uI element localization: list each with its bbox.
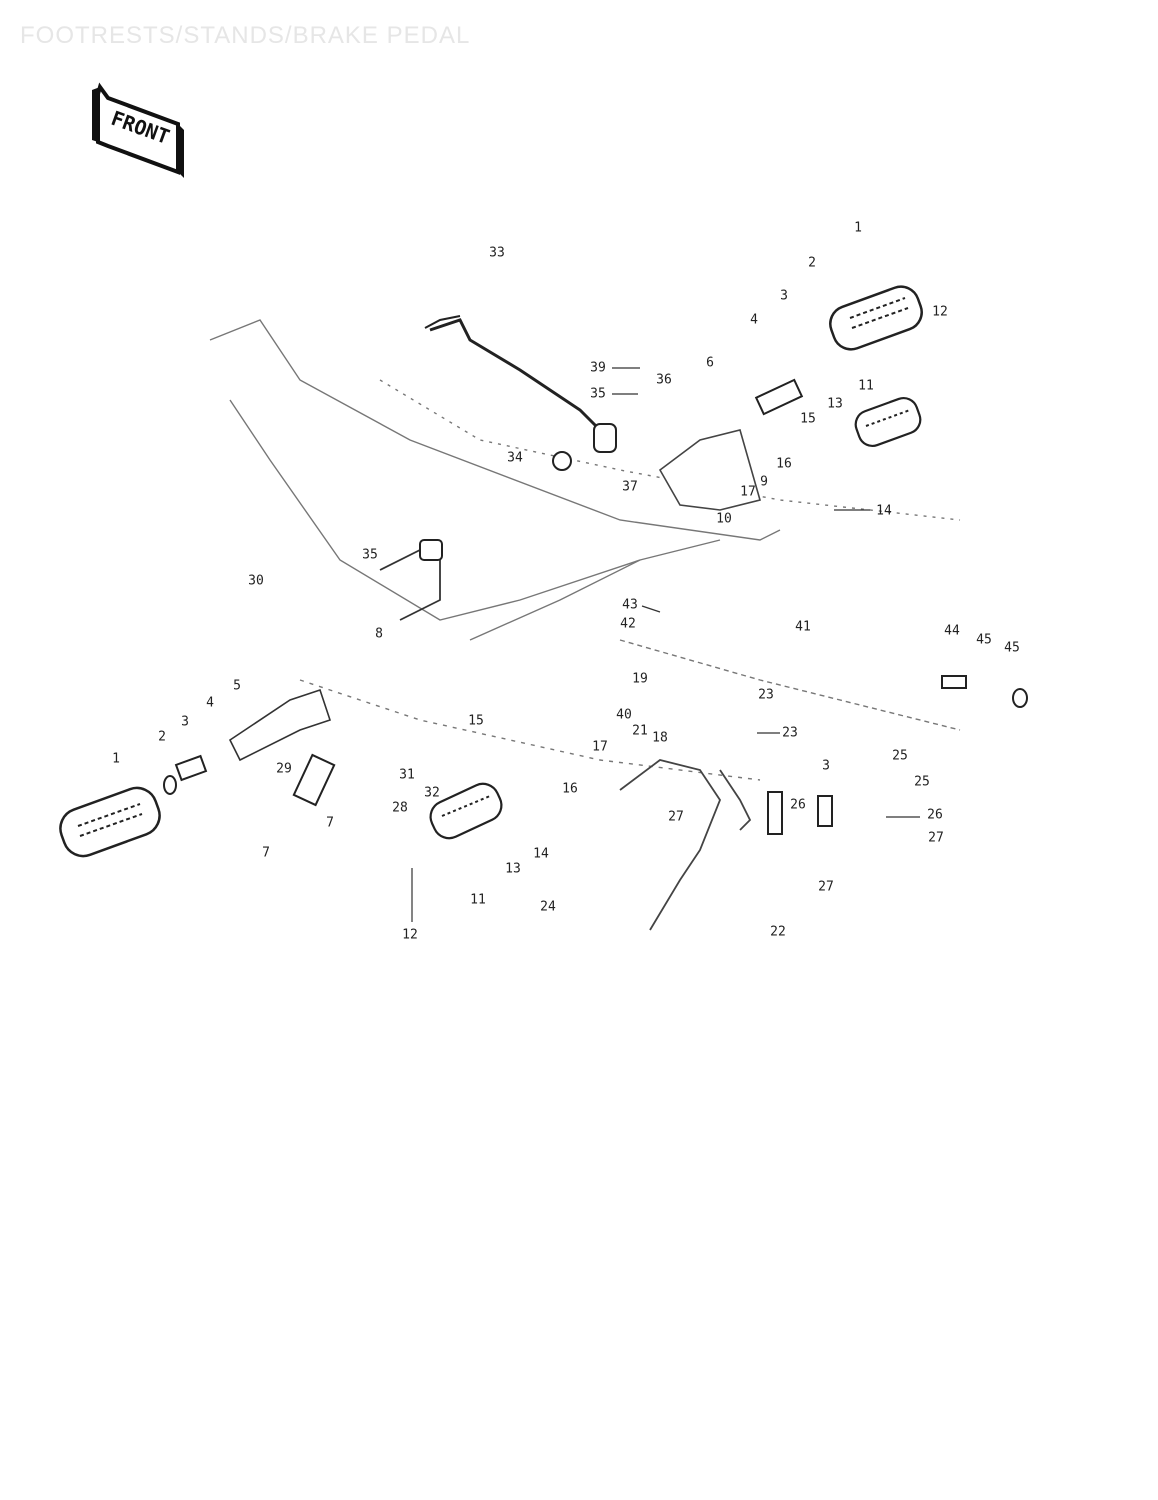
callout-label: 11 xyxy=(470,892,486,908)
callout-label: 18 xyxy=(652,730,668,746)
callout-label: 26 xyxy=(927,807,943,823)
stand-spring xyxy=(767,791,783,835)
callout-label: 7 xyxy=(262,845,270,861)
stand-pin xyxy=(817,795,833,827)
callout-label: 35 xyxy=(590,386,606,402)
callout-label: 9 xyxy=(760,474,768,490)
pedal-pivot-bolt xyxy=(552,451,572,471)
callout-label: 24 xyxy=(540,899,556,915)
center-stand xyxy=(619,759,722,931)
callout-label: 21 xyxy=(632,723,648,739)
rear-footrest-rubber-upper xyxy=(854,396,922,448)
spring-29 xyxy=(292,753,336,807)
footrest-axis-line xyxy=(379,379,961,521)
callout-label: 5 xyxy=(233,678,241,694)
callout-label: 23 xyxy=(782,725,798,741)
callout-label: 43 xyxy=(622,597,638,613)
callout-label: 22 xyxy=(770,924,786,940)
callout-label: 2 xyxy=(158,729,166,745)
callout-label: 13 xyxy=(505,861,521,877)
callout-label: 29 xyxy=(276,761,292,777)
lower-axis-line xyxy=(299,679,761,781)
callout-label: 26 xyxy=(790,797,806,813)
callout-label: 25 xyxy=(892,748,908,764)
callout-label: 42 xyxy=(620,616,636,632)
page-title: FOOTRESTS/STANDS/BRAKE PEDAL xyxy=(20,22,471,49)
stand-mount-cap xyxy=(419,539,443,561)
footrest-rubber-upper xyxy=(829,285,923,351)
brake-pedal xyxy=(429,318,602,432)
footrest-bracket-upper xyxy=(658,429,761,511)
callout-label: 45 xyxy=(1004,640,1020,656)
callout-label: 16 xyxy=(776,456,792,472)
callout-label: 3 xyxy=(181,714,189,730)
frame-outline xyxy=(209,319,781,541)
center-stand-leg xyxy=(719,769,752,831)
callout-label: 12 xyxy=(932,304,948,320)
callout-label: 14 xyxy=(876,503,892,519)
callout-label: 3 xyxy=(822,758,830,774)
footrest-lower xyxy=(228,688,332,762)
callout-label: 17 xyxy=(740,484,756,500)
callout-label: 4 xyxy=(750,312,758,328)
callout-label: 13 xyxy=(827,396,843,412)
callout-label: 12 xyxy=(402,927,418,943)
callout-label: 10 xyxy=(716,511,732,527)
callout-label: 27 xyxy=(928,830,944,846)
callout-label: 17 xyxy=(592,739,608,755)
callout-label: 3 xyxy=(780,288,788,304)
callout-label: 28 xyxy=(392,800,408,816)
callout-label: 35 xyxy=(362,547,378,563)
brake-pedal-boss xyxy=(593,423,617,453)
callout-label: 11 xyxy=(858,378,874,394)
callout-label: 27 xyxy=(818,879,834,895)
callout-label: 14 xyxy=(533,846,549,862)
callout-label: 45 xyxy=(976,632,992,648)
callout-label: 19 xyxy=(632,671,648,687)
callout-label: 37 xyxy=(622,479,638,495)
callout-label: 44 xyxy=(944,623,960,639)
footrest-rubber-lower xyxy=(59,786,161,858)
callout-label: 7 xyxy=(326,815,334,831)
callout-label: 6 xyxy=(706,355,714,371)
callout-label: 30 xyxy=(248,573,264,589)
callout-label: 41 xyxy=(795,619,811,635)
brake-pedal-tip xyxy=(424,315,461,329)
callout-label: 25 xyxy=(914,774,930,790)
callout-label: 15 xyxy=(468,713,484,729)
spring-upper xyxy=(754,378,804,416)
callout-label: 27 xyxy=(668,809,684,825)
callout-label: 40 xyxy=(616,707,632,723)
callout-label: 23 xyxy=(758,687,774,703)
callout-label: 32 xyxy=(424,785,440,801)
callout-label: 16 xyxy=(562,781,578,797)
callout-label: 36 xyxy=(656,372,672,388)
stand-shaft xyxy=(619,639,961,731)
washer-lower xyxy=(163,775,177,795)
callout-label: 34 xyxy=(507,450,523,466)
callout-label: 4 xyxy=(206,695,214,711)
callout-label: 8 xyxy=(375,626,383,642)
callout-label: 39 xyxy=(590,360,606,376)
callout-label: 2 xyxy=(808,255,816,271)
nut-45 xyxy=(1012,688,1028,708)
callout-label: 1 xyxy=(854,220,862,236)
front-direction-icon: FRONT xyxy=(92,82,184,178)
stand-bracket xyxy=(469,559,641,641)
bolt-44 xyxy=(941,675,967,689)
callout-label: 15 xyxy=(800,411,816,427)
pin-lower xyxy=(174,754,208,782)
callout-label: 31 xyxy=(399,767,415,783)
callout-label: 1 xyxy=(112,751,120,767)
callout-label: 33 xyxy=(489,245,505,261)
rear-footrest-rubber-lower xyxy=(429,782,503,840)
frame-lower-outline xyxy=(229,399,721,621)
